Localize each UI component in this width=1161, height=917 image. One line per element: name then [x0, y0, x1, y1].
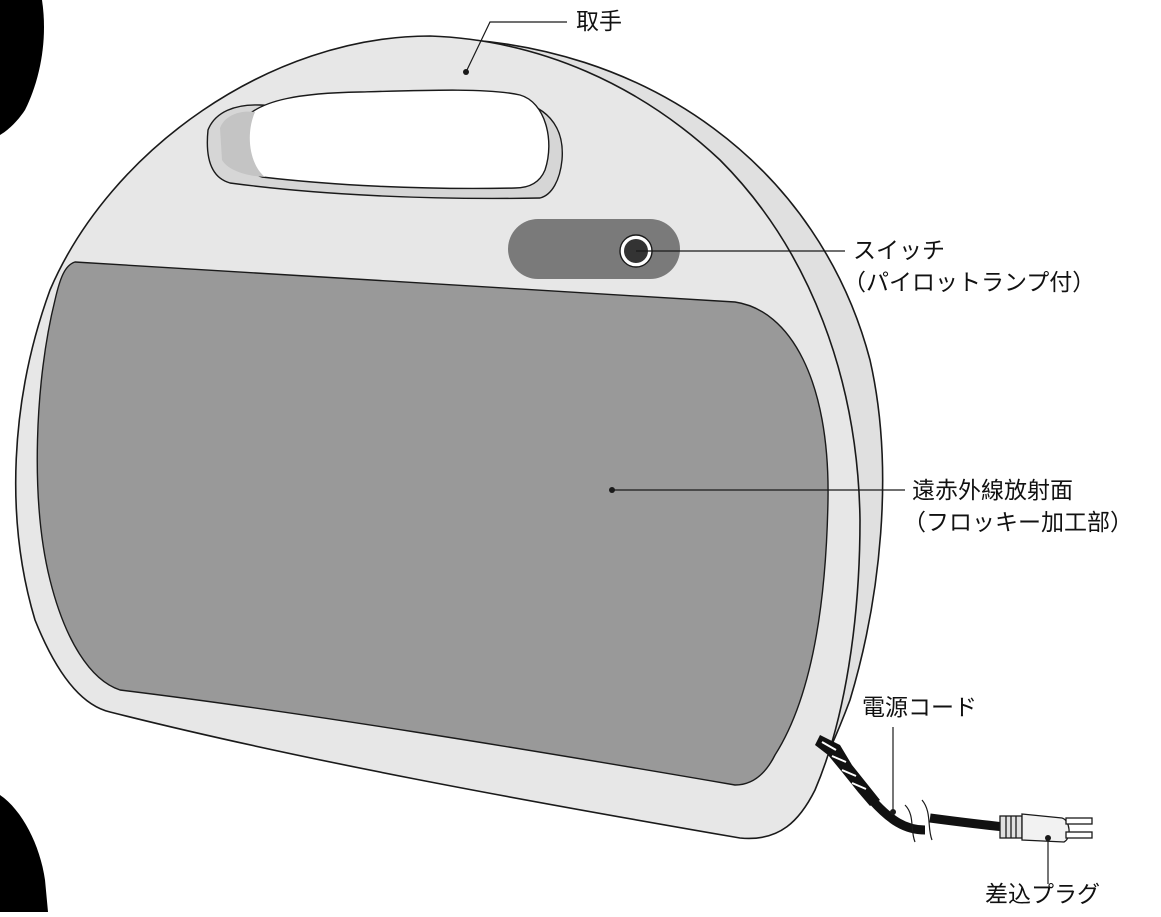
cord-strain-relief [815, 735, 880, 806]
cord-break-left [904, 804, 916, 843]
cord-break-right [921, 799, 933, 841]
strain-relief-ribs [821, 741, 867, 790]
leader-dots [463, 69, 1051, 841]
flocked-panel [36, 261, 829, 786]
leader-handle [465, 21, 567, 73]
leader-lines [465, 21, 1049, 884]
label-surface-line2: （フロッキー加工部） [903, 510, 1133, 536]
power-cord [868, 796, 926, 835]
corner-mark-bottom [0, 795, 48, 912]
handle-hole [241, 89, 550, 190]
label-handle: 取手 [576, 9, 622, 35]
corner-mark-top [0, 0, 45, 135]
label-plug: 差込プラグ [985, 882, 1100, 908]
power-cord-tail [929, 813, 1006, 832]
plug [999, 813, 1093, 843]
handle-inner-shade [220, 111, 265, 177]
label-switch-line2: （パイロットランプ付） [843, 270, 1096, 296]
switch-plate [508, 219, 680, 279]
label-surface-line1: 遠赤外線放射面 [912, 478, 1073, 504]
label-switch-line1: スイッチ [853, 238, 945, 264]
label-power-cord: 電源コード [862, 695, 977, 721]
